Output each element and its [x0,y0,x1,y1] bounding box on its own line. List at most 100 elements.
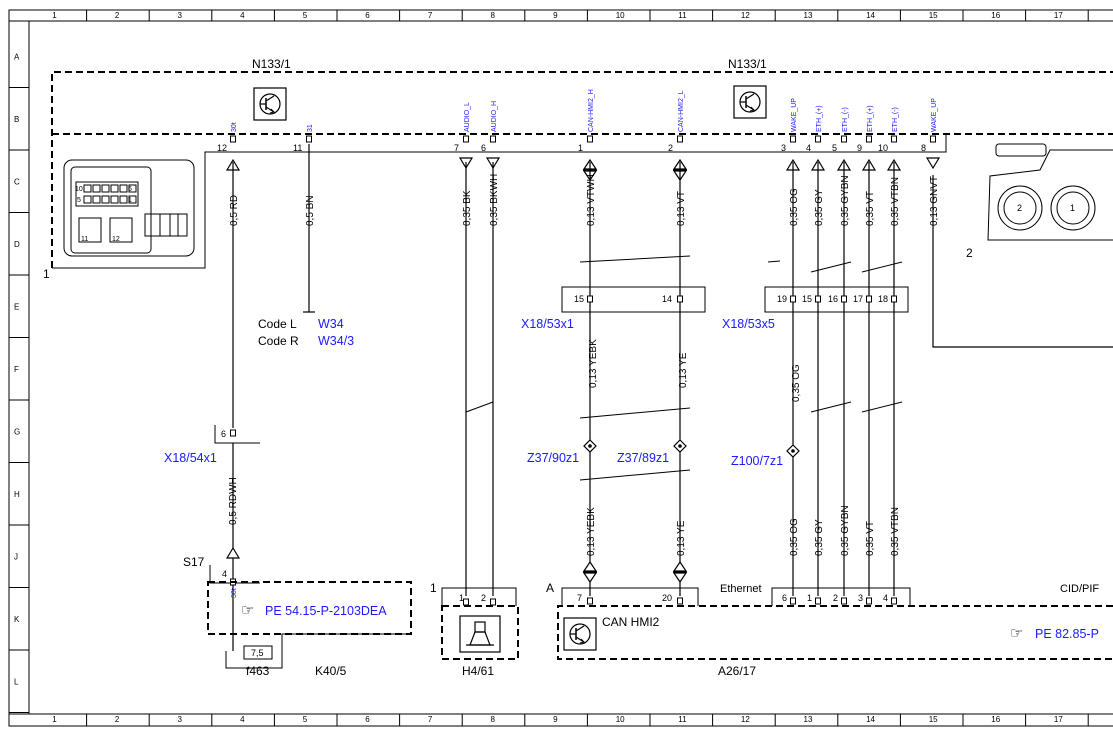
grid-row-label: L [14,677,19,686]
grid-col-label: 1 [52,715,57,724]
connector-1-pin: 12 [112,236,120,243]
contact-socket [815,135,821,143]
contact-socket [490,135,496,143]
x18-53x5-pin: 15 [802,294,812,304]
wire-label-top: 0,35 GY [814,189,825,226]
f463-label: f463 [246,664,270,678]
wire-label-top: 0,35 GYBN [840,175,851,226]
contact-marker [672,561,688,583]
contact-socket [490,598,496,606]
connector-2-drawing: 2 1 2 [932,143,1113,348]
n133-pin-signal: ETH_(+) [867,105,874,132]
s17-pin: 4 [222,569,227,579]
x18-53x1-label: X18/53x1 [521,317,574,331]
wire-label-top: 0,13 VT [676,191,687,226]
x18-54x1-label: X18/54x1 [164,451,217,465]
grid-col-label: 16 [991,715,1000,724]
wire-label-top: 0,5 RD [229,195,240,226]
n133-pin-number: 6 [481,143,486,153]
x18-53x5-pin: 18 [878,294,888,304]
grid-col-label: 13 [804,11,813,20]
contact-socket [841,597,847,605]
contact-marker [582,561,598,583]
wire-label-top: 0,35 OG [789,188,800,226]
h4-label: H4/61 [462,664,494,678]
contact-socket [677,597,683,605]
grid-col-label: 3 [178,715,183,724]
wire-label-bottom: 0,35 OG [789,518,800,556]
grid-row-label: A [14,52,20,61]
wire-label-yebk-mid: 0,13 YEBK [588,339,599,388]
grid-col-label: 9 [553,11,558,20]
grid-col-label: 14 [866,11,875,20]
wire-label-top: 0,35 BK [462,190,473,226]
code-r-ref[interactable]: W34/3 [318,334,354,348]
a26-eth-pin: 3 [858,593,863,603]
z100-7z1-label: Z100/7z1 [731,454,783,468]
pe-8285-hand-icon: ☞ [1010,625,1023,642]
column-grid: 1122334455667788991010111112121313141415… [52,10,1089,726]
pe-5415-link[interactable]: PE 54.15-P-2103DEA [265,604,387,618]
grid-row-label: E [14,302,19,311]
grid-col-label: 8 [491,715,496,724]
drawing-frame: 1122334455667788991010111112121313141415… [8,9,1113,727]
s17-signal: 30t [231,588,238,598]
contact-marker [226,547,240,559]
transistor-icon [733,85,767,119]
code-l-ref[interactable]: W34 [318,317,344,331]
contact-socket [866,295,872,303]
contact-socket [815,295,821,303]
wire-label-top: 0,13 VTWH [586,174,597,226]
code-l-label: Code L [258,317,297,331]
grid-row-label: K [14,615,20,624]
a26-eth-pin: 4 [883,593,888,603]
grid-col-label: 5 [303,11,308,20]
n133-pin-signal: 31 [307,124,314,132]
contact-socket [841,135,847,143]
splice-marker [673,439,687,453]
connector-1-pin: 6 [128,186,132,193]
wire-label-top: 0,13 GNVT [929,176,940,226]
n133-pin-number: 9 [857,143,862,153]
grid-col-label: 6 [365,715,370,724]
contact-socket [790,135,796,143]
pe-5415-hand-icon: ☞ [241,602,254,619]
contact-socket [677,295,683,303]
contact-socket [866,597,872,605]
wire-label-og-mid: 0,35 OG [791,364,802,402]
x18-53x5-pin: 19 [777,294,787,304]
n133-pin-number: 10 [878,143,888,153]
contact-socket [790,597,796,605]
n133-pin-number: 3 [781,143,786,153]
z37-89z1-label: Z37/89z1 [617,451,669,465]
contact-socket [815,597,821,605]
contact-marker [926,157,940,169]
h4-pin-2: 2 [481,593,486,603]
n133-label-left: N133/1 [252,57,291,71]
fuse-rating: 7,5 [251,648,264,658]
n133-pin-signal: CAN-HMI2_H [588,89,595,132]
wire-label-bottom: 0,35 VT [865,521,876,556]
speaker-icon [459,615,501,653]
x18-54x1-pin: 6 [221,429,226,439]
wire-label-bottom: 0,35 VTBN [890,507,901,556]
grid-col-label: 4 [240,715,245,724]
grid-col-label: 12 [741,11,750,20]
a26-label: A26/17 [718,664,756,678]
pe-8285-link[interactable]: PE 82.85-P [1035,627,1099,641]
grid-col-label: 5 [303,715,308,724]
grid-col-label: 10 [616,715,625,724]
connector-1-pin: 5 [77,197,81,204]
wire-label-top: 0,35 VTBN [890,177,901,226]
grid-col-label: 15 [929,715,938,724]
transistor-icon [563,617,597,651]
n133-pin-signal: ETH_(-) [892,107,899,132]
a26-ref: A [546,581,554,595]
grid-col-label: 9 [553,715,558,724]
a26-eth-pin: 6 [782,593,787,603]
n133-pin-signal: 30t [231,122,238,132]
